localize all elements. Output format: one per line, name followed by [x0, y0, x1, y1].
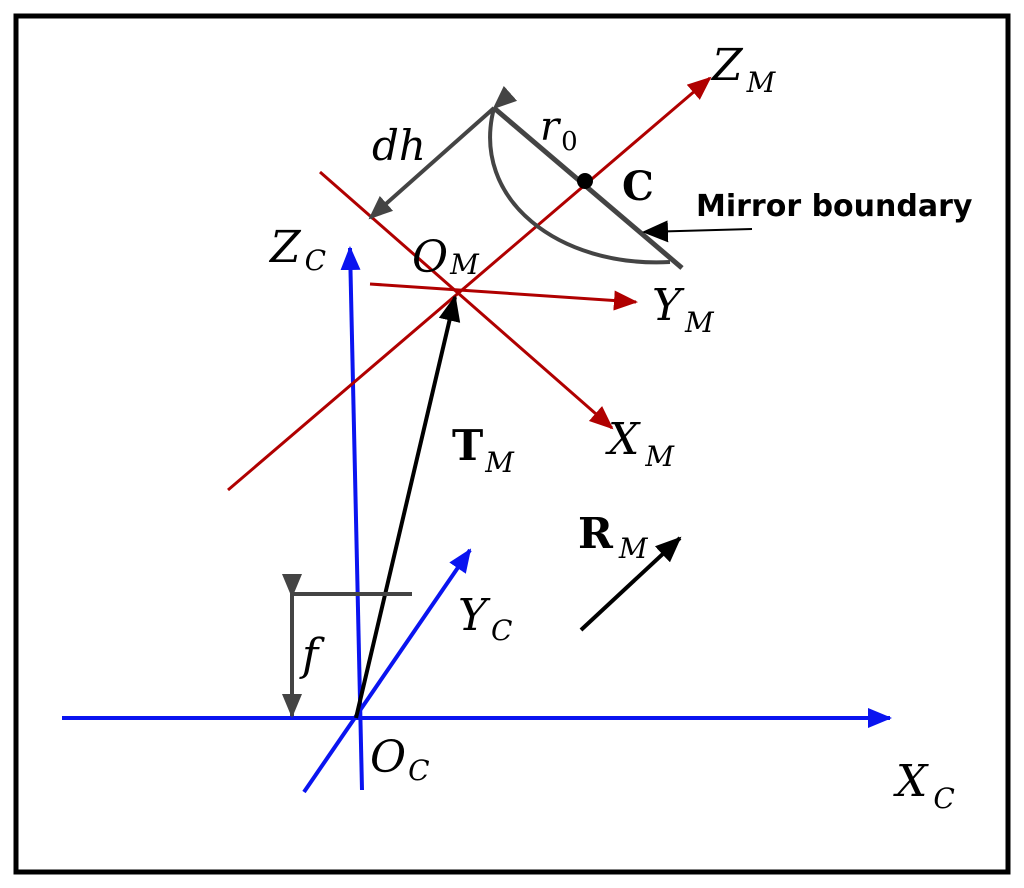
y-m-axis — [369, 282, 638, 311]
x-m-axis — [319, 170, 614, 430]
label-mirror-boundary: Mirror boundary — [696, 189, 973, 224]
label-f: f — [299, 630, 325, 681]
t-m-vector — [354, 295, 461, 719]
dh-arrow — [368, 85, 518, 220]
label-r0: r0 — [540, 104, 578, 157]
label-c: C — [622, 163, 654, 210]
y-c-axis — [302, 548, 472, 794]
r-m-vector — [579, 536, 682, 632]
label-o-c: OC — [370, 732, 430, 787]
label-dh: dh — [372, 121, 426, 170]
mirror-boundary-pointer — [642, 220, 753, 243]
frame-border — [13, 13, 1011, 875]
point-c — [577, 173, 593, 189]
z-m-axis — [227, 76, 712, 492]
label-t-m: TM — [452, 421, 515, 479]
label-o-m: OM — [412, 232, 480, 283]
